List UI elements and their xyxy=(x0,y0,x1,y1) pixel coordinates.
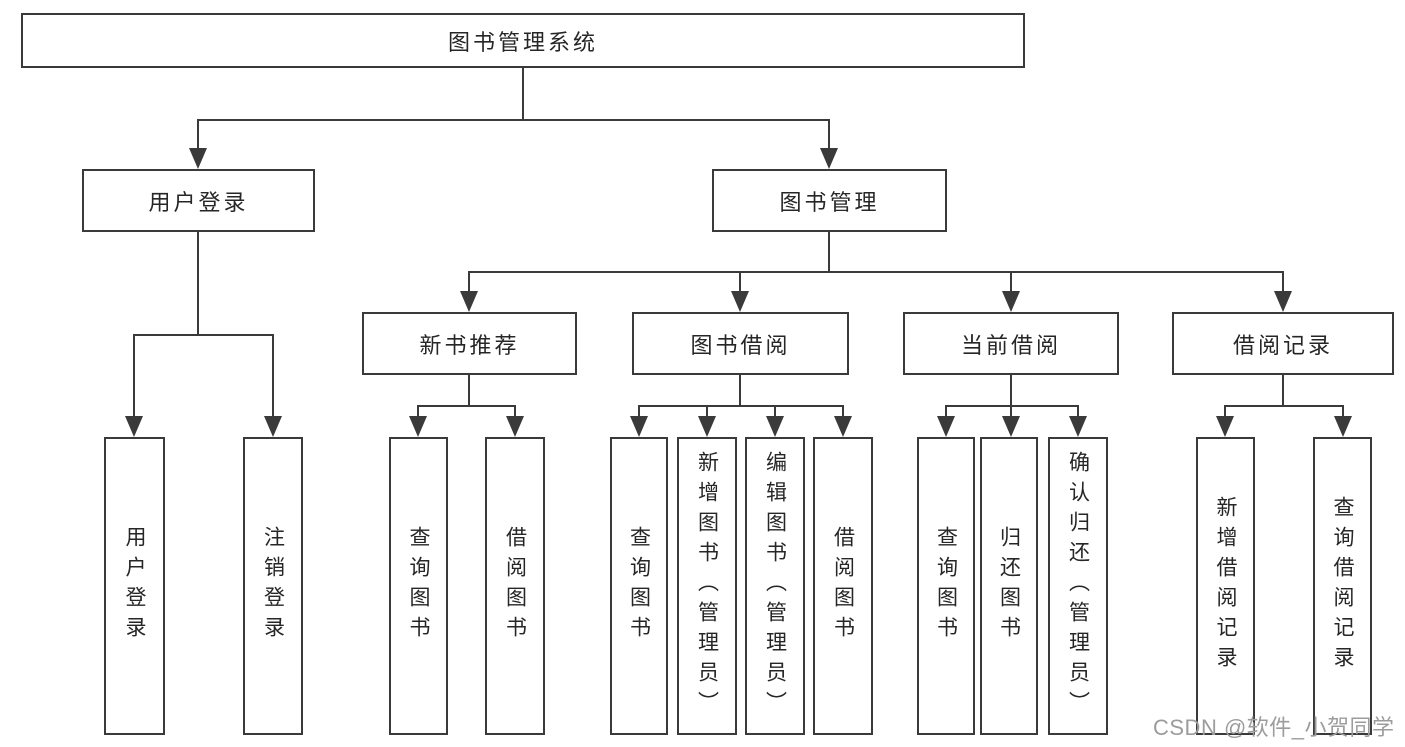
node-label: 用户登录 xyxy=(148,189,249,215)
node-label: 借阅记录 xyxy=(1232,332,1333,358)
node-bb-query-books: 查询图书 xyxy=(610,437,668,735)
connector-line xyxy=(133,334,274,336)
connector-line xyxy=(945,405,947,418)
connector-line xyxy=(468,271,470,293)
connector-line xyxy=(417,405,516,407)
node-new-book-recommend: 新书推荐 xyxy=(362,312,577,375)
node-label: 当前借阅 xyxy=(960,332,1061,358)
node-borrowing-records: 借阅记录 xyxy=(1172,312,1394,375)
connector-line xyxy=(522,68,524,121)
node-cb-confirm-return-admin: 确认归还（管理员） xyxy=(1048,437,1108,735)
node-label: 确认归还（管理员） xyxy=(1066,451,1090,721)
node-nb-borrow-books: 借阅图书 xyxy=(485,437,545,735)
node-label: 借阅图书 xyxy=(831,526,855,646)
arrow-head-icon xyxy=(1274,291,1292,312)
arrow-head-icon xyxy=(460,291,478,312)
connector-line xyxy=(739,271,741,293)
connector-line xyxy=(1010,375,1012,407)
node-bb-borrow-books: 借阅图书 xyxy=(813,437,873,735)
connector-line xyxy=(1010,271,1012,293)
csdn-watermark: CSDN @软件_小贺同学 xyxy=(1153,715,1395,740)
connector-line xyxy=(706,405,708,418)
connector-line xyxy=(133,334,135,418)
node-label: 图书管理 xyxy=(779,189,880,215)
connector-line xyxy=(1224,405,1344,407)
node-label: 归还图书 xyxy=(997,526,1021,646)
arrow-head-icon xyxy=(264,416,282,437)
node-user-login: 用户登录 xyxy=(82,169,315,232)
node-label: 注销登录 xyxy=(261,526,285,646)
arrow-head-icon xyxy=(834,416,852,437)
connector-line xyxy=(1224,405,1226,418)
node-label: 新增图书（管理员） xyxy=(695,451,719,721)
node-user-login-leaf: 用户登录 xyxy=(104,437,165,735)
connector-line xyxy=(197,119,199,150)
node-br-add-record: 新增借阅记录 xyxy=(1196,437,1255,735)
node-cb-query-books: 查询图书 xyxy=(917,437,975,735)
connector-line xyxy=(417,405,419,418)
node-label: 查询借阅记录 xyxy=(1331,496,1354,676)
arrow-head-icon xyxy=(731,291,749,312)
connector-line xyxy=(842,405,844,418)
connector-line xyxy=(197,232,199,336)
node-label: 编辑图书（管理员） xyxy=(763,451,787,721)
arrow-head-icon xyxy=(1002,291,1020,312)
node-label: 查询图书 xyxy=(407,526,430,646)
connector-line xyxy=(468,271,1284,273)
arrow-head-icon xyxy=(766,416,784,437)
arrow-head-icon xyxy=(1334,416,1352,437)
node-label: 查询图书 xyxy=(934,526,958,646)
connector-line xyxy=(1342,405,1344,418)
node-book-management: 图书管理 xyxy=(712,169,947,232)
node-label: 用户登录 xyxy=(123,526,146,646)
node-bb-edit-books-admin: 编辑图书（管理员） xyxy=(745,437,805,735)
arrow-head-icon xyxy=(1069,416,1087,437)
connector-line xyxy=(638,405,640,418)
connector-line xyxy=(828,119,830,150)
connector-line xyxy=(774,405,776,418)
node-nb-query-books: 查询图书 xyxy=(389,437,448,735)
node-label: 新增借阅记录 xyxy=(1214,496,1237,676)
arrow-head-icon xyxy=(820,148,838,169)
connector-line xyxy=(514,405,516,418)
connector-line xyxy=(272,334,274,418)
connector-line xyxy=(1282,271,1284,293)
node-logout-leaf: 注销登录 xyxy=(243,437,303,735)
connector-line xyxy=(828,232,830,273)
connector-line xyxy=(1010,405,1012,418)
node-label: 图书借阅 xyxy=(690,332,791,358)
arrow-head-icon xyxy=(1002,416,1020,437)
connector-line xyxy=(638,405,844,407)
arrow-head-icon xyxy=(506,416,524,437)
node-label: 借阅图书 xyxy=(503,526,527,646)
node-label: 新书推荐 xyxy=(419,332,520,358)
connector-line xyxy=(945,405,1079,407)
arrow-head-icon xyxy=(937,416,955,437)
node-current-borrowing: 当前借阅 xyxy=(903,312,1119,375)
arrow-head-icon xyxy=(189,148,207,169)
arrow-head-icon xyxy=(409,416,427,437)
connector-line xyxy=(739,375,741,407)
connector-line xyxy=(197,119,830,121)
arrow-head-icon xyxy=(698,416,716,437)
node-br-query-record: 查询借阅记录 xyxy=(1313,437,1372,735)
node-cb-return-books: 归还图书 xyxy=(980,437,1038,735)
arrow-head-icon xyxy=(1216,416,1234,437)
connector-line xyxy=(468,375,470,407)
arrow-head-icon xyxy=(125,416,143,437)
node-label: 图书管理系统 xyxy=(447,29,598,55)
arrow-head-icon xyxy=(630,416,648,437)
node-bb-add-books-admin: 新增图书（管理员） xyxy=(677,437,737,735)
node-book-borrowing: 图书借阅 xyxy=(632,312,849,375)
node-label: 查询图书 xyxy=(627,526,651,646)
node-library-management-system: 图书管理系统 xyxy=(21,13,1025,68)
connector-line xyxy=(1077,405,1079,418)
connector-line xyxy=(1282,375,1284,407)
